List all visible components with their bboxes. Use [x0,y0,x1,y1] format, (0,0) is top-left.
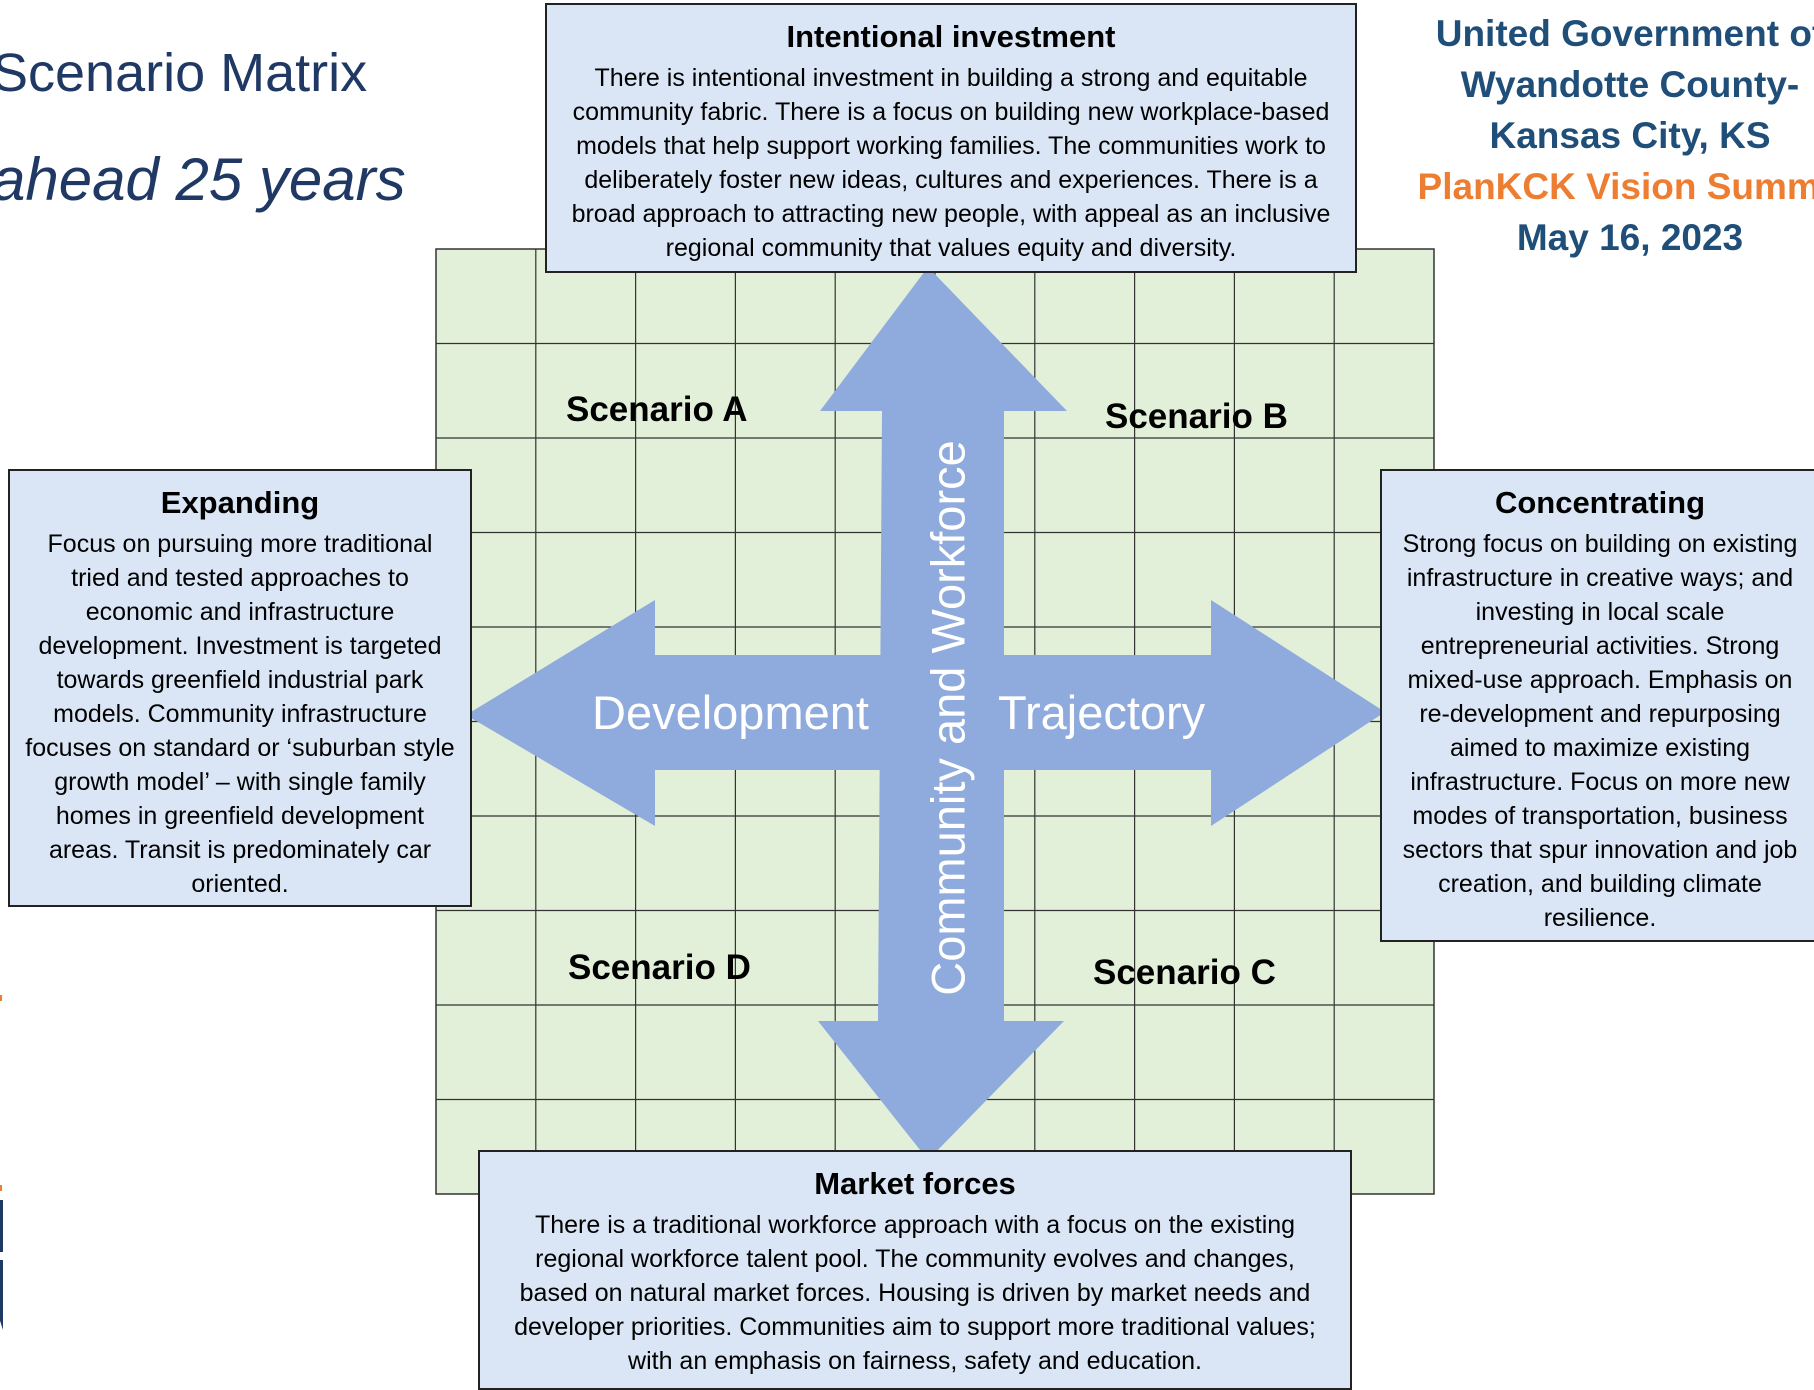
page-title: Scenario Matrix [0,43,368,103]
box-body: Strong focus on building on existing inf… [1402,530,1798,932]
axis-label-community-workforce: Community and Workforce [921,440,975,996]
axis-label-development: Development [592,686,869,739]
event-date: May 16, 2023 [1516,217,1744,258]
logo-fragment [0,1185,2,1191]
scenario-a-label: Scenario A [566,390,748,429]
event-name: PlanKCK Vision Summit [1417,166,1814,207]
box-body: There is a traditional workforce approac… [514,1211,1316,1375]
scenario-d-label: Scenario D [568,948,751,987]
axis-label-trajectory: Trajectory [998,686,1206,739]
box-market-forces: Market forces There is a traditional wor… [478,1150,1352,1390]
trajectory-arrows [466,267,1385,1160]
box-body: Focus on pursuing more traditional tried… [25,530,455,898]
org-line-1: United Government of [1435,13,1814,54]
organization-block: United Government of Wyandotte County- K… [1400,8,1814,263]
org-line-2: Wyandotte County- [1460,64,1800,105]
org-line-3: Kansas City, KS [1489,115,1771,156]
box-intentional-investment: Intentional investment There is intentio… [545,3,1357,273]
scenario-b-label: Scenario B [1105,397,1288,436]
logo-fragment [0,1200,3,1252]
page-subtitle: ahead 25 years [0,146,406,213]
box-title: Concentrating [1494,485,1706,520]
scenario-c-label: Scenario C [1093,953,1276,992]
horizontal-arrow [466,600,1385,826]
logo-fragment [0,1260,3,1330]
box-body: There is intentional investment in build… [571,64,1331,262]
box-expanding: Expanding Focus on pursuing more traditi… [8,469,472,907]
box-title: Intentional investment [786,19,1116,54]
box-title: Market forces [814,1166,1016,1201]
logo-fragment [0,995,2,1001]
box-concentrating: Concentrating Strong focus on building o… [1380,469,1814,942]
box-title: Expanding [160,485,320,520]
